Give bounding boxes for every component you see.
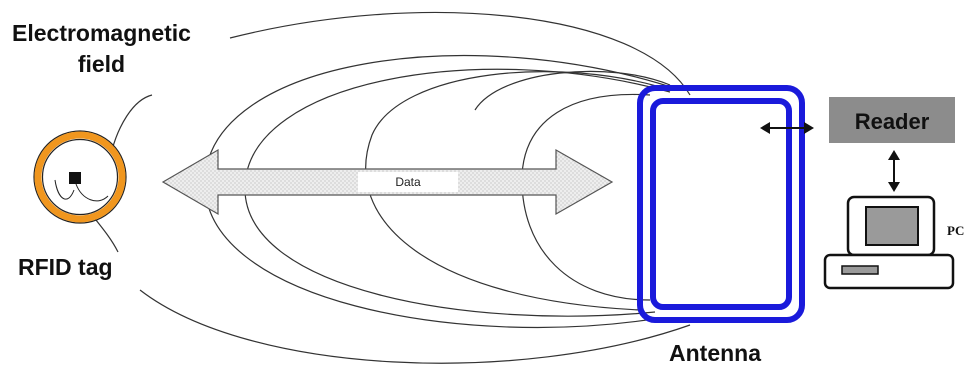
field-line-outer-top: [229, 11, 691, 96]
antenna-coil-inner: [650, 98, 792, 310]
tag-coil: [34, 131, 126, 223]
tag-wire: [54, 179, 109, 202]
pc-screen: [865, 206, 919, 246]
reader-box: Reader: [829, 97, 955, 143]
tag-coil-inner: [41, 138, 119, 216]
tag-leader-line: [111, 94, 153, 151]
tag-chip: [69, 172, 81, 184]
antenna-reader-link: [760, 122, 814, 134]
rfid-tag: [33, 130, 127, 224]
tag-coil-outer: [33, 130, 127, 224]
field-line-small-2: [474, 70, 671, 111]
antenna-coil-outer: [637, 85, 805, 323]
reader-pc-link: [888, 150, 900, 192]
antenna-label: Antenna: [669, 340, 761, 366]
electromagnetic-field-label: Electromagnetic field: [12, 18, 191, 80]
data-label: Data: [395, 175, 421, 189]
pc-label: PC: [947, 223, 965, 238]
reader-background: [829, 97, 955, 143]
field-line-medium: [365, 71, 671, 311]
em-label-line1: Electromagnetic: [12, 20, 191, 46]
antenna: [637, 85, 805, 323]
rfid-tag-label: RFID tag: [18, 254, 113, 280]
pc-base: [823, 253, 955, 290]
data-arrow: Data: [161, 148, 614, 216]
field-line-outer-bottom: [139, 289, 691, 364]
data-label-backdrop: [358, 172, 458, 192]
pc-drive-slot: [841, 265, 879, 275]
pc-computer: [823, 195, 955, 290]
em-label-line2: field: [77, 51, 126, 77]
reader-label: Reader: [855, 109, 930, 134]
